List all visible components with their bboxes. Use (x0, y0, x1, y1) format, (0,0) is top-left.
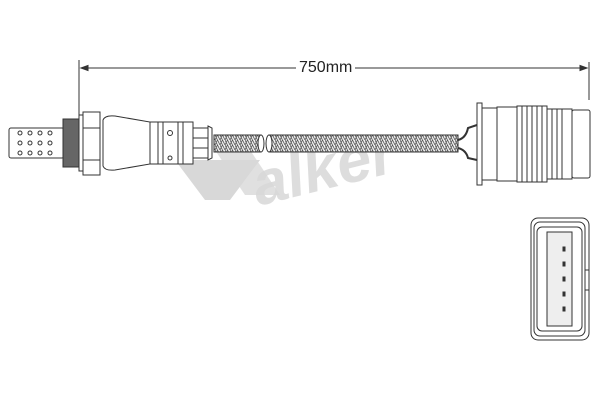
connector-face-view (530, 217, 590, 341)
dimension-length-label: 750mm (296, 58, 356, 78)
sensor-probe (8, 111, 213, 176)
svg-text:alker: alker (245, 117, 405, 220)
connector-side-view (476, 102, 591, 186)
braided-cable (213, 124, 478, 161)
